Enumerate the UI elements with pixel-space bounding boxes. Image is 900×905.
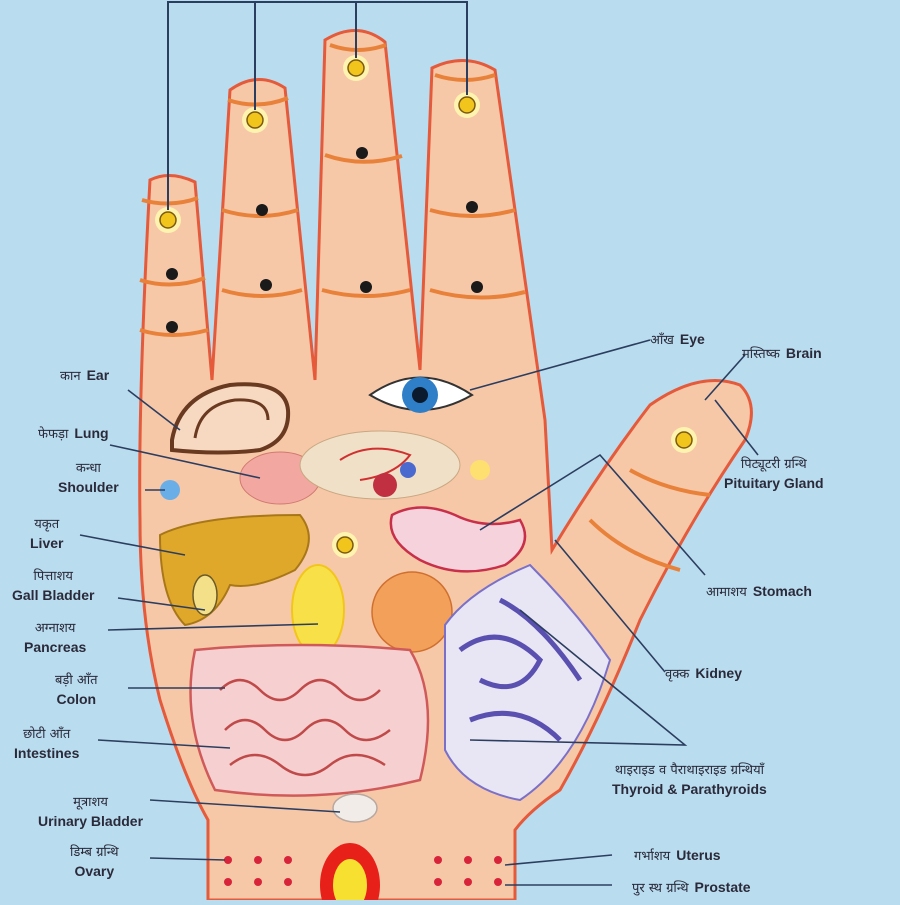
label-kidney-english: Kidney xyxy=(695,665,742,681)
label-intestines-english: Intestines xyxy=(14,745,80,761)
label-prostate-hindi: पुर स्थ ग्रन्थि xyxy=(632,881,689,896)
pancreas-icon xyxy=(291,564,345,656)
label-brain-english: Brain xyxy=(785,345,822,361)
label-uterus-english: Uterus xyxy=(676,847,721,863)
thyroid-icon xyxy=(444,563,612,802)
label-ovary: डिम्ब ग्रन्थि Ovary xyxy=(70,844,119,880)
label-pancreas: अग्नाशय Pancreas xyxy=(24,620,86,656)
label-kidney: वृक्क Kidney xyxy=(665,664,742,684)
label-pituitary-hindi: पिट्यूटरी ग्रन्थि xyxy=(740,457,807,472)
label-liver-english: Liver xyxy=(30,535,64,551)
label-colon-english: Colon xyxy=(56,691,97,707)
ear-icon xyxy=(170,382,291,455)
eye-icon xyxy=(368,376,474,413)
finger-points xyxy=(166,147,483,333)
label-ear-hindi: कान xyxy=(60,369,81,384)
label-stomach: आमाशय Stomach xyxy=(706,582,812,602)
label-shoulder-english: Shoulder xyxy=(58,479,119,495)
label-eye-hindi: आँख xyxy=(650,333,674,348)
label-prostate-english: Prostate xyxy=(694,879,751,895)
label-pituitary-english: Pituitary Gland xyxy=(724,475,824,491)
label-uterus-hindi: गर्भाशय xyxy=(634,849,671,864)
label-stomach-hindi: आमाशय xyxy=(706,585,747,600)
label-pancreas-english: Pancreas xyxy=(24,639,87,655)
shoulder-point xyxy=(160,480,180,500)
label-eye-english: Eye xyxy=(679,331,705,347)
label-lung-hindi: फेफड़ा xyxy=(38,427,69,442)
label-thyroid-hindi: थाइराइड व पैराथाइराइड ग्रन्थियाँ xyxy=(614,763,765,778)
stomach-icon xyxy=(389,506,527,573)
label-thyroid-english: Thyroid & Parathyroids xyxy=(612,781,767,797)
label-urinary-bladder: मूत्राशय Urinary Bladder xyxy=(38,794,143,830)
label-intestines-hindi: छोटी आँत xyxy=(23,727,71,742)
label-thyroid: थाइराइड व पैराथाइराइड ग्रन्थियाँ Thyroid … xyxy=(612,762,767,798)
pointer-lines xyxy=(79,339,759,886)
finger-creases xyxy=(139,43,711,572)
label-gall-bladder-english: Gall Bladder xyxy=(12,587,95,603)
sun-point-icon xyxy=(155,55,697,558)
label-liver: यकृत Liver xyxy=(30,516,63,552)
label-ovary-english: Ovary xyxy=(74,863,115,879)
label-shoulder-hindi: कन्धा xyxy=(75,461,101,476)
label-pituitary: पिट्यूटरी ग्रन्थि Pituitary Gland xyxy=(724,456,824,492)
label-ear-english: Ear xyxy=(86,367,110,383)
label-gall-bladder-hindi: पित्ताशय xyxy=(33,569,73,584)
liver-icon xyxy=(158,513,310,627)
label-colon: बड़ी आँत Colon xyxy=(55,672,98,708)
label-shoulder: कन्धा Shoulder xyxy=(58,460,119,496)
label-kidney-hindi: वृक्क xyxy=(665,667,690,682)
kidney-organ-icon xyxy=(371,571,453,653)
label-pancreas-hindi: अग्नाशय xyxy=(34,621,76,636)
label-colon-hindi: बड़ी आँत xyxy=(55,673,98,688)
label-intestines: छोटी आँत Intestines xyxy=(14,726,79,762)
lung-icon xyxy=(239,430,490,505)
fingertip-connectors xyxy=(167,1,468,210)
label-brain: मस्तिष्क Brain xyxy=(742,344,822,364)
label-stomach-english: Stomach xyxy=(752,583,812,599)
label-urinary-bladder-english: Urinary Bladder xyxy=(38,813,144,829)
intestines-icon xyxy=(189,643,430,797)
label-ovary-hindi: डिम्ब ग्रन्थि xyxy=(70,845,119,860)
label-brain-hindi: मस्तिष्क xyxy=(742,347,780,362)
bladder-icon xyxy=(332,793,378,823)
label-gall-bladder: पित्ताशय Gall Bladder xyxy=(12,568,94,604)
wrist-points xyxy=(224,856,502,886)
label-urinary-bladder-hindi: मूत्राशय xyxy=(73,795,108,810)
label-eye: आँख Eye xyxy=(650,330,705,350)
label-liver-hindi: यकृत xyxy=(34,517,60,532)
root-point-icon xyxy=(320,843,380,905)
label-uterus: गर्भाशय Uterus xyxy=(634,846,721,866)
label-lung: फेफड़ा Lung xyxy=(38,424,109,444)
label-ear: कान Ear xyxy=(60,366,109,386)
label-lung-english: Lung xyxy=(74,425,109,441)
label-prostate: पुर स्थ ग्रन्थि Prostate xyxy=(632,878,751,898)
